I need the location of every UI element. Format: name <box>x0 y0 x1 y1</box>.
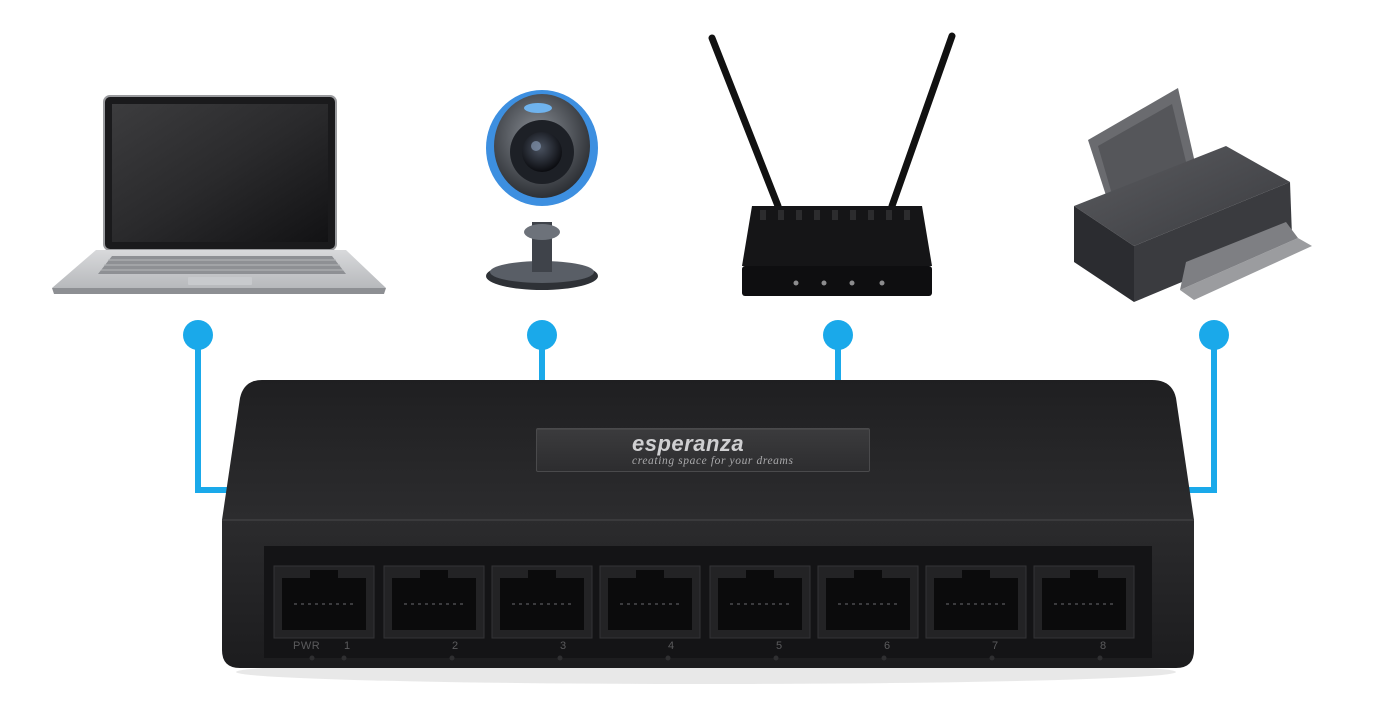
laptop-icon <box>52 95 386 294</box>
status-leds <box>309 655 1103 661</box>
router-icon <box>708 32 956 296</box>
printer-icon <box>1074 88 1312 302</box>
brand-name: esperanza <box>632 431 745 456</box>
port-label-2: 2 <box>452 640 459 652</box>
ethernet-ports <box>273 565 1135 639</box>
laptop-connector-dot <box>183 320 213 350</box>
port-label-5: 5 <box>776 640 783 652</box>
port-label-4: 4 <box>668 640 675 652</box>
port-label-8: 8 <box>1100 640 1107 652</box>
webcam-icon <box>486 90 598 290</box>
power-label: PWR <box>293 640 321 652</box>
connector-dots <box>183 320 1229 350</box>
printer-connector-dot <box>1199 320 1229 350</box>
brand-plate <box>536 428 870 472</box>
printer-connector <box>1180 335 1217 493</box>
laptop-connector <box>195 335 236 493</box>
port-label-3: 3 <box>560 640 567 652</box>
router-connector-dot <box>823 320 853 350</box>
port-label-7: 7 <box>992 640 999 652</box>
webcam-connector-dot <box>527 320 557 350</box>
port-label-1: 1 <box>344 640 351 652</box>
port-label-6: 6 <box>884 640 891 652</box>
network-switch <box>222 380 1194 684</box>
brand-tagline: creating space for your dreams <box>632 455 794 467</box>
